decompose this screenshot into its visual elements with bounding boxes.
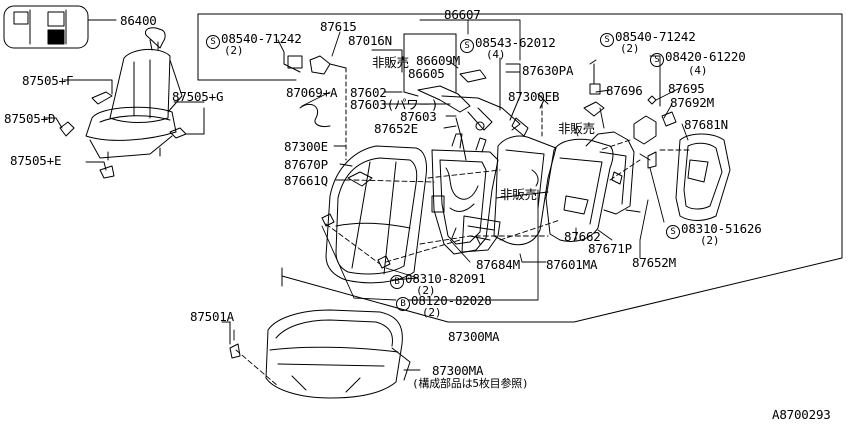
note-not-for-sale-2: 非販売 <box>558 121 595 136</box>
part-label-87603: 87603 <box>400 109 437 124</box>
fastener-qty-s4: (4) <box>688 64 708 77</box>
fastener-code: 08310-51626 <box>681 221 762 236</box>
part-label-87652m: 87652M <box>632 255 676 270</box>
rear-trim-panels <box>545 131 635 242</box>
part-label-87300eb: 87300EB <box>508 89 560 104</box>
fastener-code: 08310-82091 <box>405 271 486 286</box>
fastener-qty-s3: (2) <box>620 42 640 55</box>
fastener-qty-b2: (2) <box>422 306 442 319</box>
leader-lines <box>173 19 689 371</box>
part-label-87681n: 87681N <box>684 117 728 132</box>
headrest <box>675 133 731 221</box>
fastener-qty-s5: (2) <box>700 234 720 247</box>
part-label-86605: 86605 <box>408 66 445 81</box>
fastener-qty-s2: (4) <box>486 48 506 61</box>
part-label-87602: 87602 <box>350 85 387 100</box>
note-not-for-sale-3: 非販売 <box>500 187 537 202</box>
fastener-code: 08420-61220 <box>665 49 746 64</box>
part-label-87300e: 87300E <box>284 139 328 154</box>
part-label-87692m: 87692M <box>670 95 714 110</box>
fastener-symbol: S <box>460 39 474 53</box>
fastener-code: 08540-71242 <box>615 29 696 44</box>
seatback-frame <box>431 133 501 255</box>
fastener-symbol: S <box>206 35 220 49</box>
part-label-87505-g: 87505+G <box>172 89 224 104</box>
hardware-right <box>583 63 677 213</box>
part-label-86400: 86400 <box>120 13 157 28</box>
part-label-87670p: 87670P <box>284 157 328 172</box>
vehicle-locator-icon <box>3 5 117 49</box>
seatback-cover <box>325 145 427 284</box>
fastener-qty-s1: (2) <box>224 44 244 57</box>
part-label-87630pa: 87630PA <box>522 63 574 78</box>
fastener-code: 08120-82028 <box>411 293 492 308</box>
note-component-reference: (構成部品は5枚目参照) <box>412 377 529 390</box>
part-label-86609m: 86609M <box>416 53 460 68</box>
diagram-reference-code: A8700293 <box>772 407 831 422</box>
part-label-87696: 87696 <box>606 83 643 98</box>
fastener-symbol: S <box>666 225 680 239</box>
part-label-87615: 87615 <box>320 19 357 34</box>
bolts <box>221 213 391 359</box>
part-label-86607: 86607 <box>444 7 481 22</box>
fastener-code: 08543-62012 <box>475 35 556 50</box>
assembly-outline <box>197 13 843 323</box>
fastener-symbol: S <box>650 53 664 67</box>
part-label-87603-power: 87603(パワー) <box>350 97 439 112</box>
part-label-87695: 87695 <box>668 81 705 96</box>
part-label-87505-d: 87505+D <box>4 111 56 126</box>
part-label-87662: 87662 <box>564 229 601 244</box>
fastener-code: 08540-71242 <box>221 31 302 46</box>
fastener-symbol: B <box>390 275 404 289</box>
part-label-87016n: 87016N <box>348 33 392 48</box>
fastener-symbol: S <box>600 33 614 47</box>
harness-group <box>283 33 545 161</box>
seat-cushion <box>265 309 411 399</box>
part-label-87601ma: 87601MA <box>546 257 598 272</box>
part-label-87505-f: 87505+F <box>22 73 74 88</box>
part-label-87684m: 87684M <box>476 257 520 272</box>
fastener-qty-b1: (2) <box>416 284 436 297</box>
seatback-rear-panel <box>493 135 557 246</box>
part-label-87300ma-lower: 87300MA <box>432 363 484 378</box>
small-parts-left <box>43 79 205 179</box>
thumbnail-seat-icon <box>85 27 183 161</box>
fastener-symbol: B <box>396 297 410 311</box>
part-label-87652e: 87652E <box>374 121 418 136</box>
part-label-87300ma-upper: 87300MA <box>448 329 500 344</box>
part-label-87661q: 87661Q <box>284 173 328 188</box>
part-label-87501a: 87501A <box>190 309 234 324</box>
part-label-87069-a: 87069+A <box>286 85 338 100</box>
part-label-87671p: 87671P <box>588 241 632 256</box>
part-label-87505-e: 87505+E <box>10 153 62 168</box>
dashed-guides <box>235 139 691 387</box>
note-not-for-sale-1: 非販売 <box>372 55 409 70</box>
